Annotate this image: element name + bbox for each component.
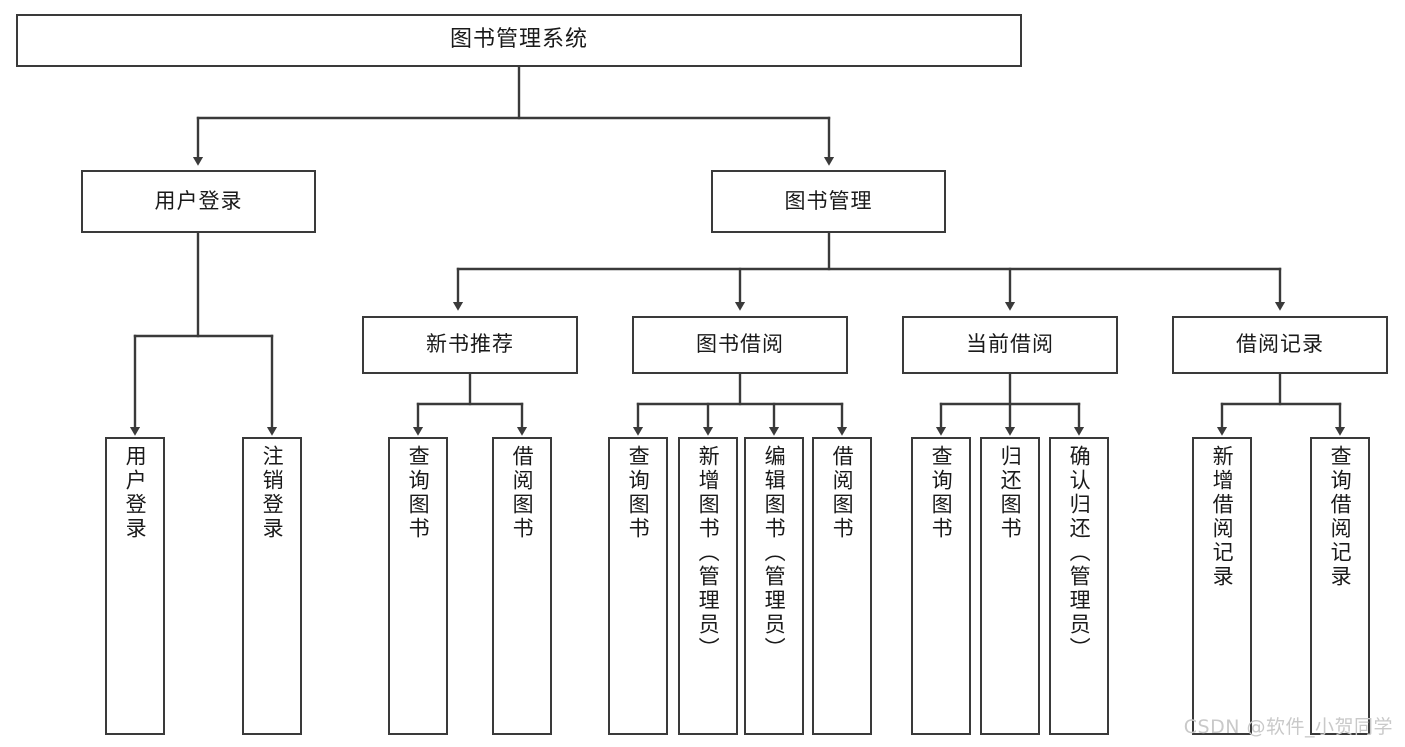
node-label: 新增图书（管理员） xyxy=(696,445,721,661)
leaf-add-book-admin[interactable]: 新增图书（管理员） xyxy=(678,437,738,735)
leaf-query-book-current[interactable]: 查询图书 xyxy=(911,437,971,735)
node-book-management[interactable]: 图书管理 xyxy=(711,170,946,233)
node-label: 新增借阅记录 xyxy=(1210,445,1235,589)
node-label: 用户登录 xyxy=(123,445,148,541)
node-label: 图书借阅 xyxy=(696,332,784,357)
node-book-borrow[interactable]: 图书借阅 xyxy=(632,316,848,374)
leaf-borrow-book-recommend[interactable]: 借阅图书 xyxy=(492,437,552,735)
node-label: 归还图书 xyxy=(998,445,1023,541)
leaf-query-borrow-record[interactable]: 查询借阅记录 xyxy=(1310,437,1370,735)
leaf-user-login[interactable]: 用户登录 xyxy=(105,437,165,735)
node-label: 查询图书 xyxy=(929,445,954,541)
leaf-user-logout[interactable]: 注销登录 xyxy=(242,437,302,735)
node-root-system[interactable]: 图书管理系统 xyxy=(16,14,1022,67)
node-label: 用户登录 xyxy=(154,188,243,213)
node-label: 新书推荐 xyxy=(426,332,514,357)
node-label: 图书管理系统 xyxy=(449,27,588,53)
node-label: 当前借阅 xyxy=(966,332,1054,357)
leaf-query-book-borrow[interactable]: 查询图书 xyxy=(608,437,668,735)
node-new-book-recommend[interactable]: 新书推荐 xyxy=(362,316,578,374)
leaf-return-book[interactable]: 归还图书 xyxy=(980,437,1040,735)
node-label: 查询图书 xyxy=(626,445,651,541)
node-current-borrow[interactable]: 当前借阅 xyxy=(902,316,1118,374)
node-label: 借阅记录 xyxy=(1236,332,1324,357)
node-label: 查询图书 xyxy=(406,445,431,541)
watermark: CSDN @软件_小贺同学 xyxy=(1183,716,1393,738)
node-user-login[interactable]: 用户登录 xyxy=(81,170,316,233)
leaf-confirm-return-admin[interactable]: 确认归还（管理员） xyxy=(1049,437,1109,735)
node-borrow-records[interactable]: 借阅记录 xyxy=(1172,316,1388,374)
leaf-query-book-recommend[interactable]: 查询图书 xyxy=(388,437,448,735)
node-label: 借阅图书 xyxy=(510,445,535,541)
leaf-edit-book-admin[interactable]: 编辑图书（管理员） xyxy=(744,437,804,735)
node-label: 编辑图书（管理员） xyxy=(762,445,787,661)
leaf-add-borrow-record[interactable]: 新增借阅记录 xyxy=(1192,437,1252,735)
node-label: 查询借阅记录 xyxy=(1328,445,1353,589)
node-label: 借阅图书 xyxy=(830,445,855,541)
node-label: 确认归还（管理员） xyxy=(1067,445,1092,661)
node-label: 注销登录 xyxy=(260,445,285,541)
node-label: 图书管理 xyxy=(784,188,873,213)
leaf-borrow-book[interactable]: 借阅图书 xyxy=(812,437,872,735)
